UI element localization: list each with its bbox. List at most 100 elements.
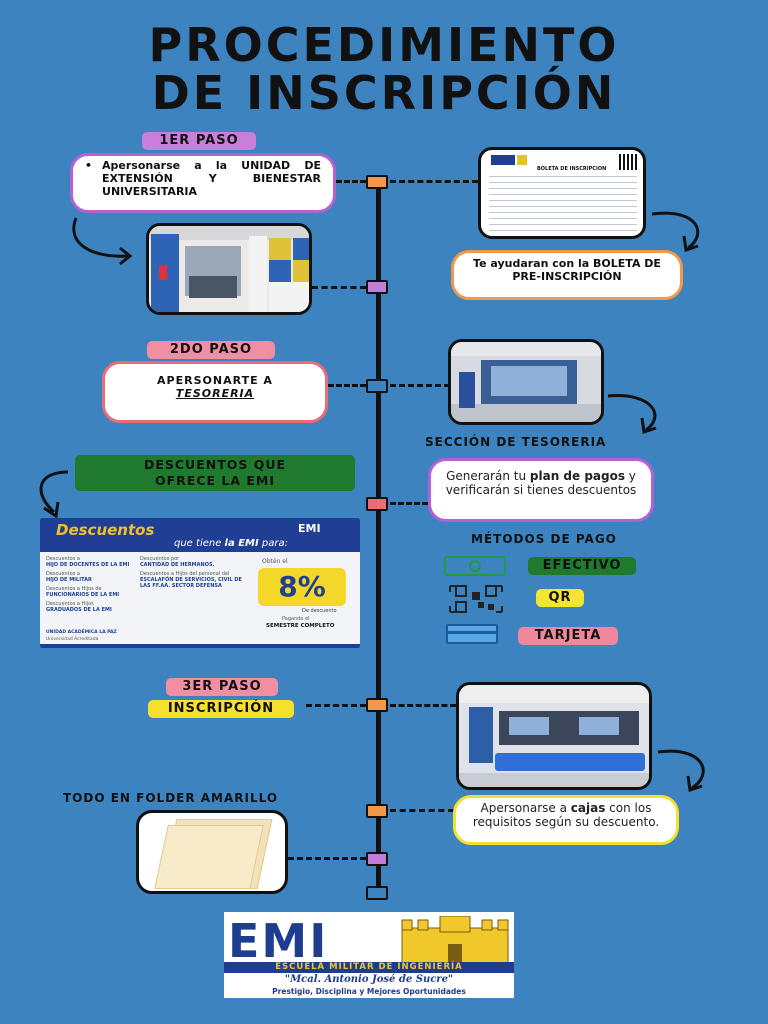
- discount-item-small: Descuentos a: [46, 556, 80, 562]
- timeline-node: [366, 698, 388, 712]
- curved-arrow-icon: [651, 211, 700, 252]
- connector-dash: [328, 384, 366, 387]
- discounts-header: DESCUENTOS QUE OFRECE LA EMI: [75, 455, 355, 491]
- discount-item-bold: ESCALAFÓN DE SERVICIOS, CIVIL DE LAS FF.…: [140, 577, 242, 589]
- discount-item-small: Descuentos a Hijos: [46, 601, 94, 607]
- castle-icon: [401, 916, 509, 964]
- timeline-node: [366, 379, 388, 393]
- emi-logo: EMI ESCUELA MILITAR DE INGENIERÍA "Mcal.…: [224, 912, 514, 998]
- curved-arrow-icon: [72, 217, 133, 266]
- curved-arrow-icon: [607, 394, 657, 434]
- banner-subtitle: que tiene la EMI para:: [174, 538, 288, 549]
- discount-item-small: Descuentos a Hijos del personal del: [140, 571, 230, 577]
- bullet: •: [85, 159, 93, 172]
- cajas-text-post: con los requisitos según su descuento.: [472, 801, 660, 829]
- connector-dash: [312, 286, 366, 289]
- folder-label: TODO EN FOLDER AMARILLO: [63, 791, 279, 805]
- step-3-sub-tag: INSCRIPCIÓN: [148, 700, 294, 718]
- discount-percent-caption: De descuento: [302, 608, 337, 614]
- discount-item-bold: CANTIDAD DE HERMANOS.: [140, 562, 215, 568]
- banner-title: Descuentos: [56, 521, 155, 539]
- pay-line-1: Pagando el: [282, 616, 310, 622]
- step-2-text-line1: APERSONARTE A: [157, 374, 273, 387]
- payment-plan-text-pre: Generarán tu: [446, 469, 530, 483]
- step-2-text-line2: TESORERIA: [175, 387, 255, 400]
- emi-logo-line1: ESCUELA MILITAR DE INGENIERÍA: [224, 962, 514, 973]
- form-title: BOLETA DE INSCRIPCION: [537, 166, 607, 172]
- connector-dash: [390, 809, 454, 812]
- cajas-text-pre: Apersonarse a: [480, 801, 571, 815]
- step-1-text: Apersonarse a la UNIDAD DE EXTENSIÓN Y B…: [102, 159, 321, 198]
- connector-dash: [390, 384, 450, 387]
- pay-line-2: SEMESTRE COMPLETO: [266, 623, 335, 629]
- credit-card-icon: [446, 624, 498, 644]
- connector-dash: [390, 704, 456, 707]
- payment-plan-text-bold: plan de pagos: [529, 469, 625, 483]
- connector-dash: [288, 857, 366, 860]
- connector-dash: [390, 180, 478, 183]
- page-title-line-1: PROCEDIMIENTO: [148, 18, 620, 72]
- tesoreria-section-label: SECCIÓN DE TESORERIA: [425, 435, 607, 449]
- office-photo: [146, 223, 312, 315]
- step-1-tag: 1ER PASO: [142, 132, 256, 150]
- payment-methods-title: MÉTODOS DE PAGO: [471, 532, 617, 546]
- payment-method-qr: QR: [536, 589, 584, 607]
- connector-dash: [306, 704, 366, 707]
- discount-item-bold: HIJO DE MILITAR: [46, 577, 92, 583]
- discount-item-small: Descuentos por: [140, 556, 180, 562]
- emi-logo-line3: Prestigio, Disciplina y Mejores Oportuni…: [272, 987, 466, 996]
- banner-logo: EMI: [298, 522, 321, 535]
- discount-item-bold: FUNCIONARIOS DE LA EMI: [46, 592, 120, 598]
- curved-arrow-icon: [657, 749, 705, 792]
- cajas-photo: [456, 682, 652, 790]
- banner-subtitle-pre: que tiene: [174, 538, 225, 549]
- page-title-line-2: DE INSCRIPCIÓN: [151, 66, 617, 120]
- emi-logo-line2: "Mcal. Antonio José de Sucre": [284, 974, 454, 985]
- connector-dash: [336, 180, 366, 183]
- timeline-node: [366, 852, 388, 866]
- curved-arrow-icon: [39, 470, 69, 519]
- payment-method-card: TARJETA: [518, 627, 618, 645]
- emi-logo-text: EMI: [228, 914, 329, 968]
- banner-footer-1: UNIDAD ACADÉMICA LA PAZ: [46, 630, 117, 635]
- payment-plan-text-post: y verificarán si tienes descuentos: [445, 469, 637, 497]
- timeline-node: [366, 886, 388, 900]
- banner-subtitle-post: para:: [258, 538, 288, 549]
- tesoreria-photo: [448, 339, 604, 425]
- banner-subtitle-bold: la EMI: [224, 538, 259, 549]
- payment-plan-card: Generarán tu plan de pagos y verificarán…: [428, 458, 654, 522]
- step-1-card: • Apersonarse a la UNIDAD DE EXTENSIÓN Y…: [70, 153, 336, 213]
- payment-method-cash: EFECTIVO: [528, 557, 636, 575]
- boleta-form-image: BOLETA DE INSCRIPCION: [478, 147, 646, 239]
- timeline-node: [366, 175, 388, 189]
- qr-code-icon: [449, 585, 503, 613]
- cash-icon: [444, 556, 506, 576]
- step-2-tag: 2DO PASO: [147, 341, 275, 359]
- help-text: Te ayudaran con la BOLETA DE PRE-INSCRIP…: [473, 257, 661, 283]
- timeline-node: [366, 280, 388, 294]
- discount-item-small: Descuentos a: [46, 571, 80, 577]
- timeline-line: [376, 182, 381, 890]
- timeline-node: [366, 804, 388, 818]
- help-text-card: Te ayudaran con la BOLETA DE PRE-INSCRIP…: [451, 250, 683, 300]
- timeline-node: [366, 497, 388, 511]
- cajas-card: Apersonarse a cajas con los requisitos s…: [453, 795, 679, 845]
- discount-percent: 8%: [258, 568, 346, 606]
- discounts-banner: Descuentos que tiene la EMI para: EMI De…: [40, 518, 360, 648]
- step-2-card: APERSONARTE A TESORERIA: [102, 361, 328, 423]
- yellow-folder-image: [136, 810, 288, 894]
- step-3-tag: 3ER PASO: [166, 678, 278, 696]
- discount-item-small: Descuentos a Hijos de: [46, 586, 102, 592]
- discount-item-bold: GRADUADOS DE LA EMI: [46, 607, 112, 613]
- banner-footer-2: Universidad Acreditada: [46, 637, 99, 642]
- cajas-text-bold: cajas: [570, 801, 606, 815]
- qr-code-icon: [619, 154, 637, 170]
- discount-item-bold: HIJO DE DOCENTES DE LA EMI: [46, 562, 130, 568]
